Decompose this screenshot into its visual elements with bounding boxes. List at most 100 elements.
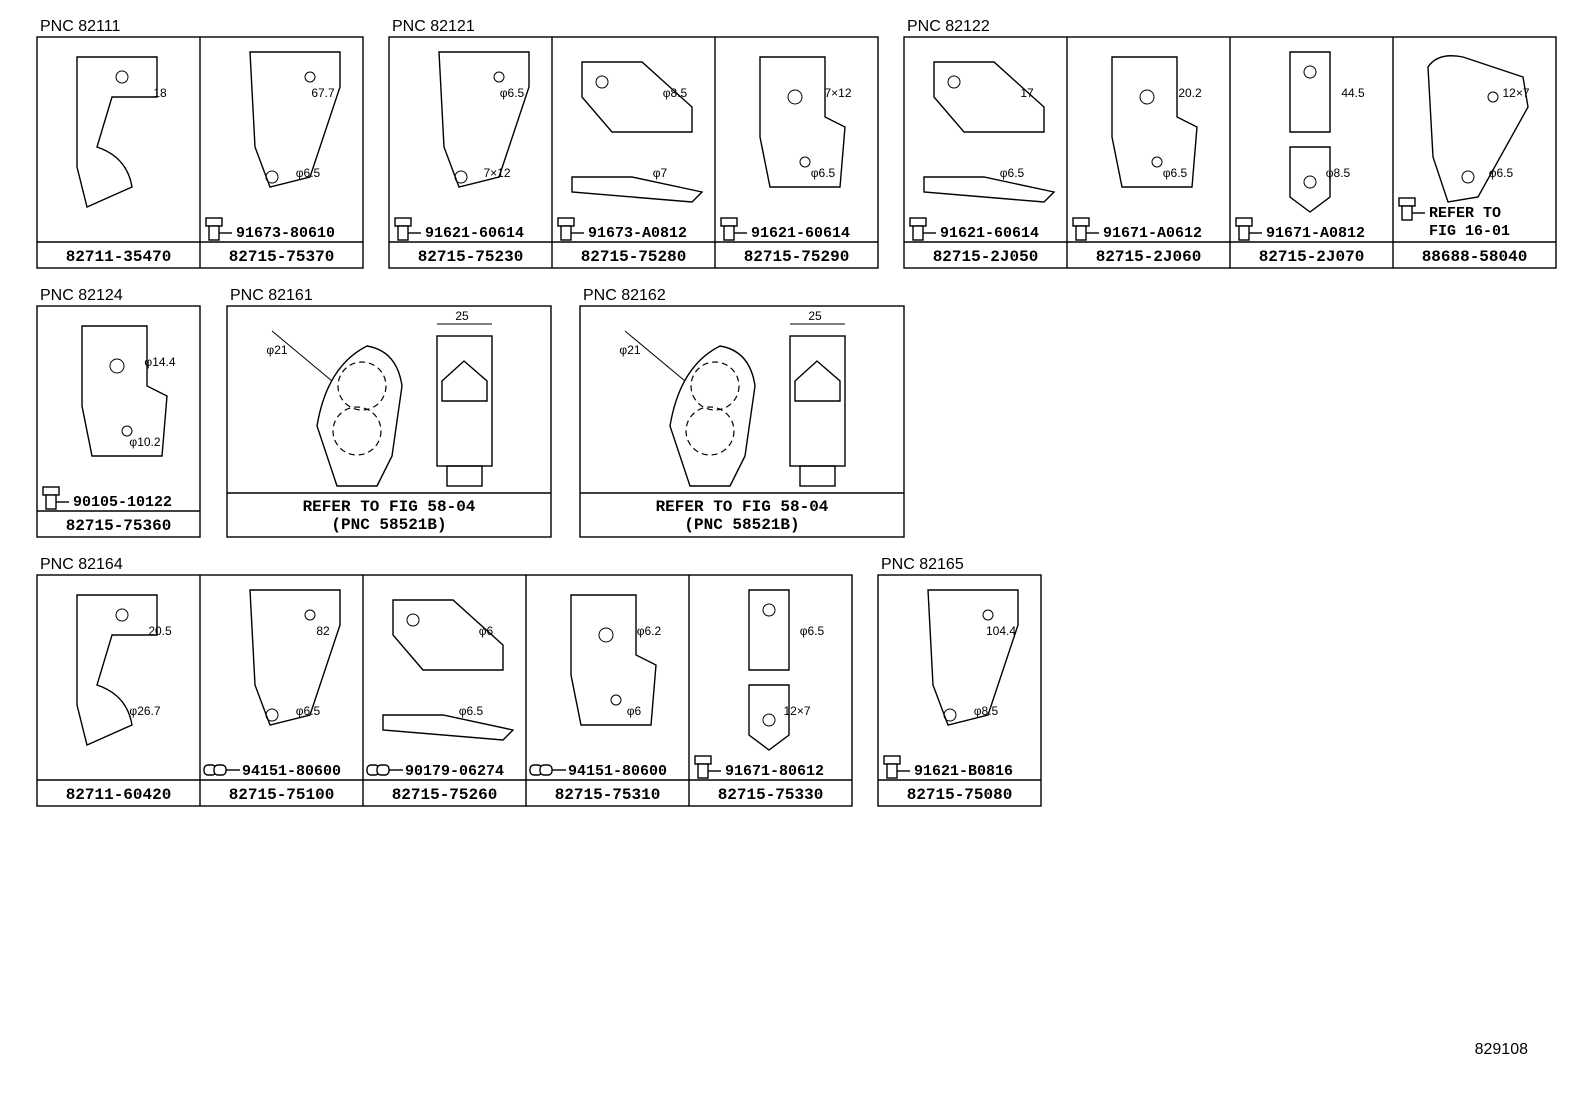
mounting-hole [982, 609, 994, 621]
dimension-label: φ10.2 [129, 435, 160, 449]
group-frame [388, 36, 879, 269]
pnc-group: PNC 8216420.5φ26.782711-6042082φ6.594151… [36, 556, 853, 807]
bracket-outline [1427, 55, 1529, 203]
dimension-label: φ21 [619, 343, 640, 357]
mounting-hole [1151, 156, 1163, 168]
part-number: 82715-75370 [229, 248, 335, 266]
part-cell: 20.5 φ26.7 82711-60420 [66, 594, 172, 804]
group-frame [36, 305, 201, 538]
bolt-icon [1072, 217, 1099, 241]
fastener-part-number: 91621-60614 [940, 225, 1039, 242]
part-number: 82715-75260 [392, 786, 498, 804]
part-number: 82715-75290 [744, 248, 850, 266]
part-number: 82715-75080 [907, 786, 1013, 804]
bracket-outline [581, 61, 693, 133]
mounting-hole [947, 75, 961, 89]
bracket-outline [923, 176, 1056, 203]
bolt-icon [694, 755, 721, 779]
mounting-hole [598, 627, 614, 643]
bolt-icon [909, 217, 936, 241]
part-number: 82711-35470 [66, 248, 172, 266]
dimension-label: φ6.5 [1163, 166, 1188, 180]
bracket-outline [1289, 51, 1331, 133]
mounting-hole [109, 358, 125, 374]
dimension-label: φ8.5 [663, 86, 688, 100]
bolt-icon [394, 217, 421, 241]
pnc-label: PNC 82162 [583, 287, 666, 304]
part-number: 82715-2J050 [933, 248, 1039, 266]
part-number: 82715-2J060 [1096, 248, 1202, 266]
group-frame [226, 305, 552, 538]
pipe-circle [332, 406, 382, 456]
mounting-hole [1303, 65, 1317, 79]
bracket-outline [748, 589, 790, 671]
part-number: 82715-2J070 [1259, 248, 1365, 266]
dimension-label: φ26.7 [129, 704, 160, 718]
mounting-hole [265, 170, 279, 184]
dimension-label: 12×7 [1502, 86, 1529, 100]
mounting-hole [799, 156, 811, 168]
mounting-hole [493, 71, 505, 83]
bracket-outline [571, 176, 704, 203]
part-number: 82715-75280 [581, 248, 687, 266]
dimension-label: 44.5 [1341, 86, 1365, 100]
bolt-icon [205, 217, 232, 241]
reference-label: REFER TO FIG 58-04 [303, 498, 476, 516]
group-frame [877, 574, 1042, 807]
bolt-icon [557, 217, 584, 241]
fastener-part-number: 94151-80600 [242, 763, 341, 780]
bracket-outline [759, 56, 846, 188]
bracket-outline [249, 589, 341, 726]
bracket-outline [76, 56, 158, 208]
pnc-group: PNC 8212217φ6.591621-6061482715-2J05020.… [903, 18, 1557, 269]
reference-pnc: (PNC 58521B) [331, 516, 446, 534]
bracket-outline [76, 594, 158, 746]
dimension-label: φ6.5 [800, 624, 825, 638]
leader-line [271, 330, 333, 382]
dimension-label: φ6.5 [296, 166, 321, 180]
bracket-outline [81, 325, 168, 457]
bolt-icon [42, 486, 69, 510]
bracket-outline [748, 684, 790, 751]
figure-id: 829108 [1475, 1041, 1528, 1058]
bracket-outline [794, 360, 841, 402]
pnc-label: PNC 82121 [392, 18, 475, 35]
pipe-circle [690, 361, 740, 411]
part-number: 82711-60420 [66, 786, 172, 804]
mounting-hole [1461, 170, 1475, 184]
group-frame [579, 305, 905, 538]
pnc-label: PNC 82122 [907, 18, 990, 35]
fastener-part-number: 91621-B0816 [914, 763, 1013, 780]
bracket-outline [927, 589, 1019, 726]
dimension-label: φ21 [266, 343, 287, 357]
mounting-hole [610, 694, 622, 706]
fastener-part-number: 91673-80610 [236, 225, 335, 242]
reference-text: FIG 16-01 [1429, 223, 1510, 240]
dimension-label: φ7 [653, 166, 668, 180]
bracket-outline [1289, 146, 1331, 213]
dimension-label: φ6 [627, 704, 642, 718]
pnc-label: PNC 82165 [881, 556, 964, 573]
part-number: 82715-75230 [418, 248, 524, 266]
bracket-outline [1111, 56, 1198, 188]
fastener-part-number: 90179-06274 [405, 763, 504, 780]
fastener-part-number: 94151-80600 [568, 763, 667, 780]
dimension-label: 25 [808, 309, 822, 323]
dimension-label: φ6 [479, 624, 494, 638]
pnc-label: PNC 82164 [40, 556, 123, 573]
mounting-hole [595, 75, 609, 89]
pnc-group: PNC 821111882711-3547067.7φ6.591673-8061… [36, 18, 364, 269]
dimension-label: 20.5 [148, 624, 172, 638]
